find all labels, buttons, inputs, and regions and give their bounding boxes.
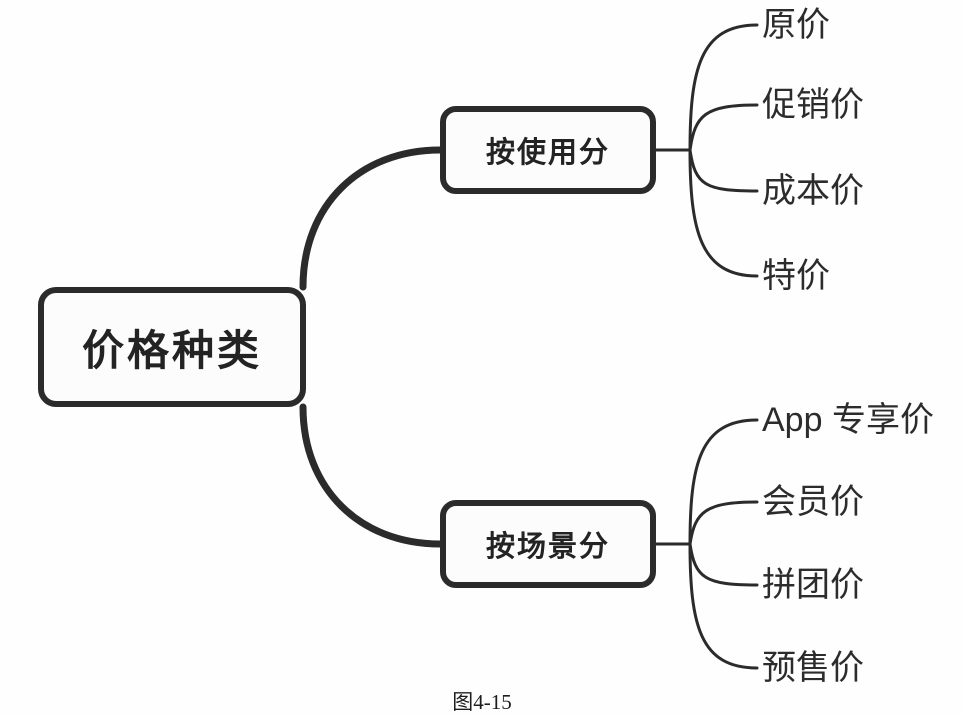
leaf-label-app-exclusive-price[interactable]: App 专享价 — [762, 401, 934, 439]
leaf-curve-lower-0 — [688, 418, 759, 546]
branch-node-by-scenario[interactable]: 按场景分 — [440, 500, 656, 588]
leaf-curve-lower-1 — [688, 500, 759, 546]
root-node[interactable]: 价格种类 — [38, 287, 306, 407]
leaf-curve-lower-2 — [688, 542, 759, 587]
leaf-curve-lower-3 — [688, 542, 759, 670]
leaf-label-member-price[interactable]: 会员价 — [762, 483, 864, 521]
leaf-label-special-price[interactable]: 特价 — [762, 257, 830, 295]
leaf-curve-upper-1 — [688, 103, 759, 152]
trunk-curve-lower — [299, 403, 444, 548]
leaf-curve-upper-2 — [688, 148, 759, 193]
branch-node-label: 按场景分 — [485, 531, 610, 563]
branch-node-label: 按使用分 — [485, 137, 610, 169]
trunk-curve-upper — [299, 146, 444, 291]
leaf-label-presale-price[interactable]: 预售价 — [762, 649, 864, 687]
leaf-curve-upper-3 — [688, 148, 759, 278]
leaf-curve-upper-0 — [688, 23, 759, 152]
leaf-label-promotion-price[interactable]: 促销价 — [762, 86, 864, 124]
figure-caption: 图4-15 — [452, 690, 512, 714]
leaf-label-group-buy-price[interactable]: 拼团价 — [762, 566, 864, 604]
leaf-label-original-price[interactable]: 原价 — [762, 6, 830, 44]
leaf-label-cost-price[interactable]: 成本价 — [762, 172, 864, 210]
root-node-label: 价格种类 — [81, 326, 262, 374]
branch-node-by-usage[interactable]: 按使用分 — [440, 106, 656, 194]
